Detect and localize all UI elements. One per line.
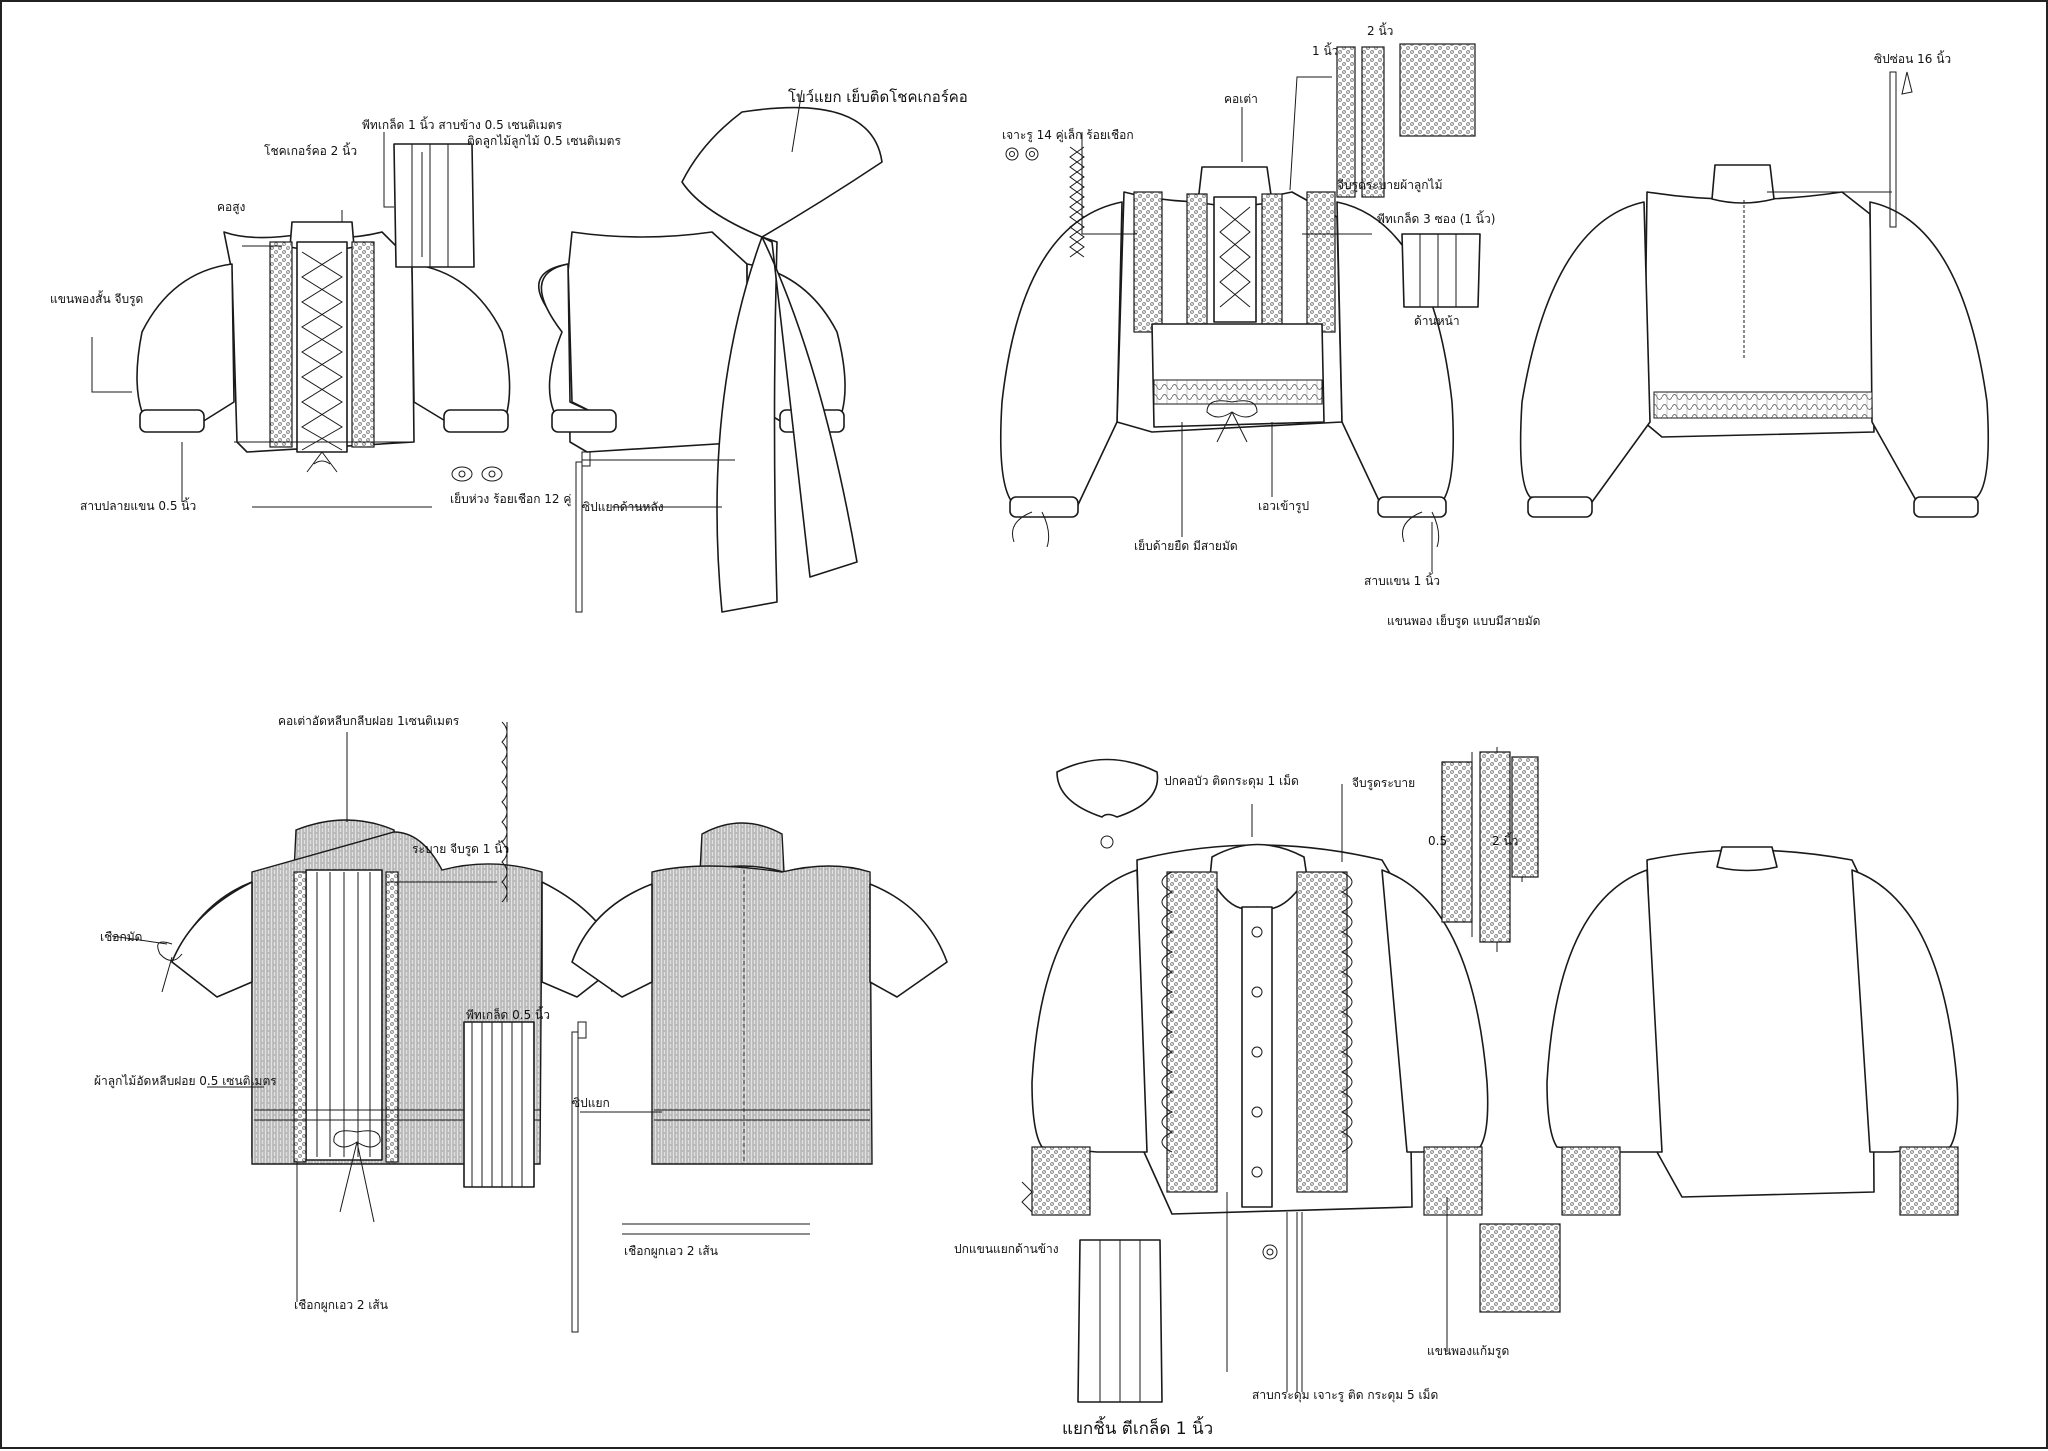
label-d2-ruffle: จีบรูดระบายผ้าลูกไม้ (1337, 178, 1443, 192)
design-2-back (1519, 71, 1990, 518)
label-d1-bow: โบว์แยก เย็บติดโชคเกอร์คอ (788, 88, 968, 106)
label-d2-cuff: สาบแขน 1 นิ้ว (1364, 574, 1441, 588)
design-1-back (538, 89, 883, 613)
design-2-front (999, 76, 1455, 572)
label-d3-tie: เชือกมัด (100, 930, 143, 944)
label-d3-lace: ผ้าลูกไม้อัดหลีบฝอย 0.5 เซนติเมตร (94, 1074, 277, 1088)
pleat-detail-d2 (1401, 233, 1481, 308)
label-d1-back-zip: ซิปแยกด้านหลัง (582, 500, 664, 514)
label-d2-zip: ซิปซ่อน 16 นิ้ว (1874, 52, 1952, 66)
label-d2-eyelet-holes: เจาะรู 14 คู่เล็ก ร้อยเชือก (1002, 128, 1134, 142)
design-3-back (571, 822, 948, 1333)
label-d2-collar: คอเต่า (1224, 92, 1258, 106)
label-d4-placket: สาบกระดุม เจาะรู ติด กระดุม 5 เม็ด (1252, 1388, 1439, 1402)
label-d1-eyelets: เย็บห่วง ร้อยเชือก 12 คู่ (450, 492, 572, 506)
label-front-view-d2: ด้านหน้า (1414, 314, 1460, 328)
design-1-front (91, 210, 511, 508)
design-4-front (1031, 784, 1489, 1392)
label-d1-cuff: สาบปลายแขน 0.5 นิ้ว (80, 499, 197, 513)
label-d3-zip: ซิปแยก (572, 1096, 610, 1110)
design-3-front (111, 732, 623, 1302)
label-d2-elastic: เย็บด้ายยืด มีสายมัด (1134, 539, 1238, 553)
label-d4-ruffle: จีบรูดระบาย (1352, 776, 1416, 790)
label-d3-collar: คอเต่าอัดหลีบกลีบฝอย 1เซนติเมตร (278, 714, 460, 728)
eyelet-icons-d2 (1005, 146, 1085, 258)
lace-swatch-d4 (1479, 1223, 1561, 1313)
label-d2-sleeve: แขนพอง เย็บรูด แบบมีสายมัด (1387, 614, 1541, 628)
label-d1-sleeve: แขนพองสั้น จีบรูด (50, 292, 144, 306)
label-d1-collar-tie: โชคเกอร์คอ 2 นิ้ว (264, 144, 358, 158)
label-d4-sleeve: แขนพองแก้มรูด (1427, 1344, 1510, 1358)
ruffle-swatch-d2 (1336, 43, 1476, 198)
label-d1-lace-strip: ติดลูกไม้ลูกไม้ 0.5 เซนติเมตร (467, 134, 621, 148)
label-d3-waist-tie: เชือกผูกเอว 2 เส้น (624, 1244, 718, 1258)
label-d2-waist: เอวเข้ารูป (1258, 499, 1310, 513)
label-d2-two-inch: 2 นิ้ว (1367, 24, 1394, 38)
slit-detail-d4 (1021, 1181, 1033, 1213)
label-d1-high-neck: คอสูง (217, 200, 246, 214)
label-d4-half-inch: 0.5 (1428, 834, 1448, 848)
collar-detail-d4 (1056, 758, 1159, 849)
label-d4-collar: ปกคอบัว ติดกระดุม 1 เม็ด (1164, 774, 1299, 788)
label-d1-pleat: พีทเกล็ด 1 นิ้ว สาบข้าง 0.5 เซนติเมตร (362, 118, 563, 132)
label-d4-pleat-detail: แยกชิ้น ตีเกล็ด 1 นิ้ว (1062, 1419, 1214, 1439)
pleat-detail-d3 (463, 1021, 535, 1188)
design-1-pleat-detail (383, 132, 475, 268)
label-d4-side-slit: ปกแขนแยกด้านข้าง (954, 1242, 1059, 1256)
label-d2-one-inch: 1 นิ้ว (1312, 44, 1339, 58)
label-d3-pleat: พีทเกล็ด 0.5 นิ้ว (466, 1008, 550, 1022)
label-d2-pleats: พีทเกล็ด 3 ซอง (1 นิ้ว) (1377, 212, 1496, 226)
label-d3-ruffle: ระบาย จีบรูด 1 นิ้ว (412, 842, 510, 856)
eyelet-icons-d1 (451, 466, 503, 482)
design-4-back (1546, 846, 1959, 1216)
label-d4-two-inch: 2 นิ้ว (1492, 834, 1519, 848)
ruffle-swatch-d3 (501, 721, 508, 903)
ruffle-swatch-d4 (1441, 747, 1539, 952)
label-d3-waist-tie-2: เชือกผูกเอว 2 เส้น (294, 1298, 388, 1312)
pleat-detail-d4 (1077, 1212, 1298, 1403)
